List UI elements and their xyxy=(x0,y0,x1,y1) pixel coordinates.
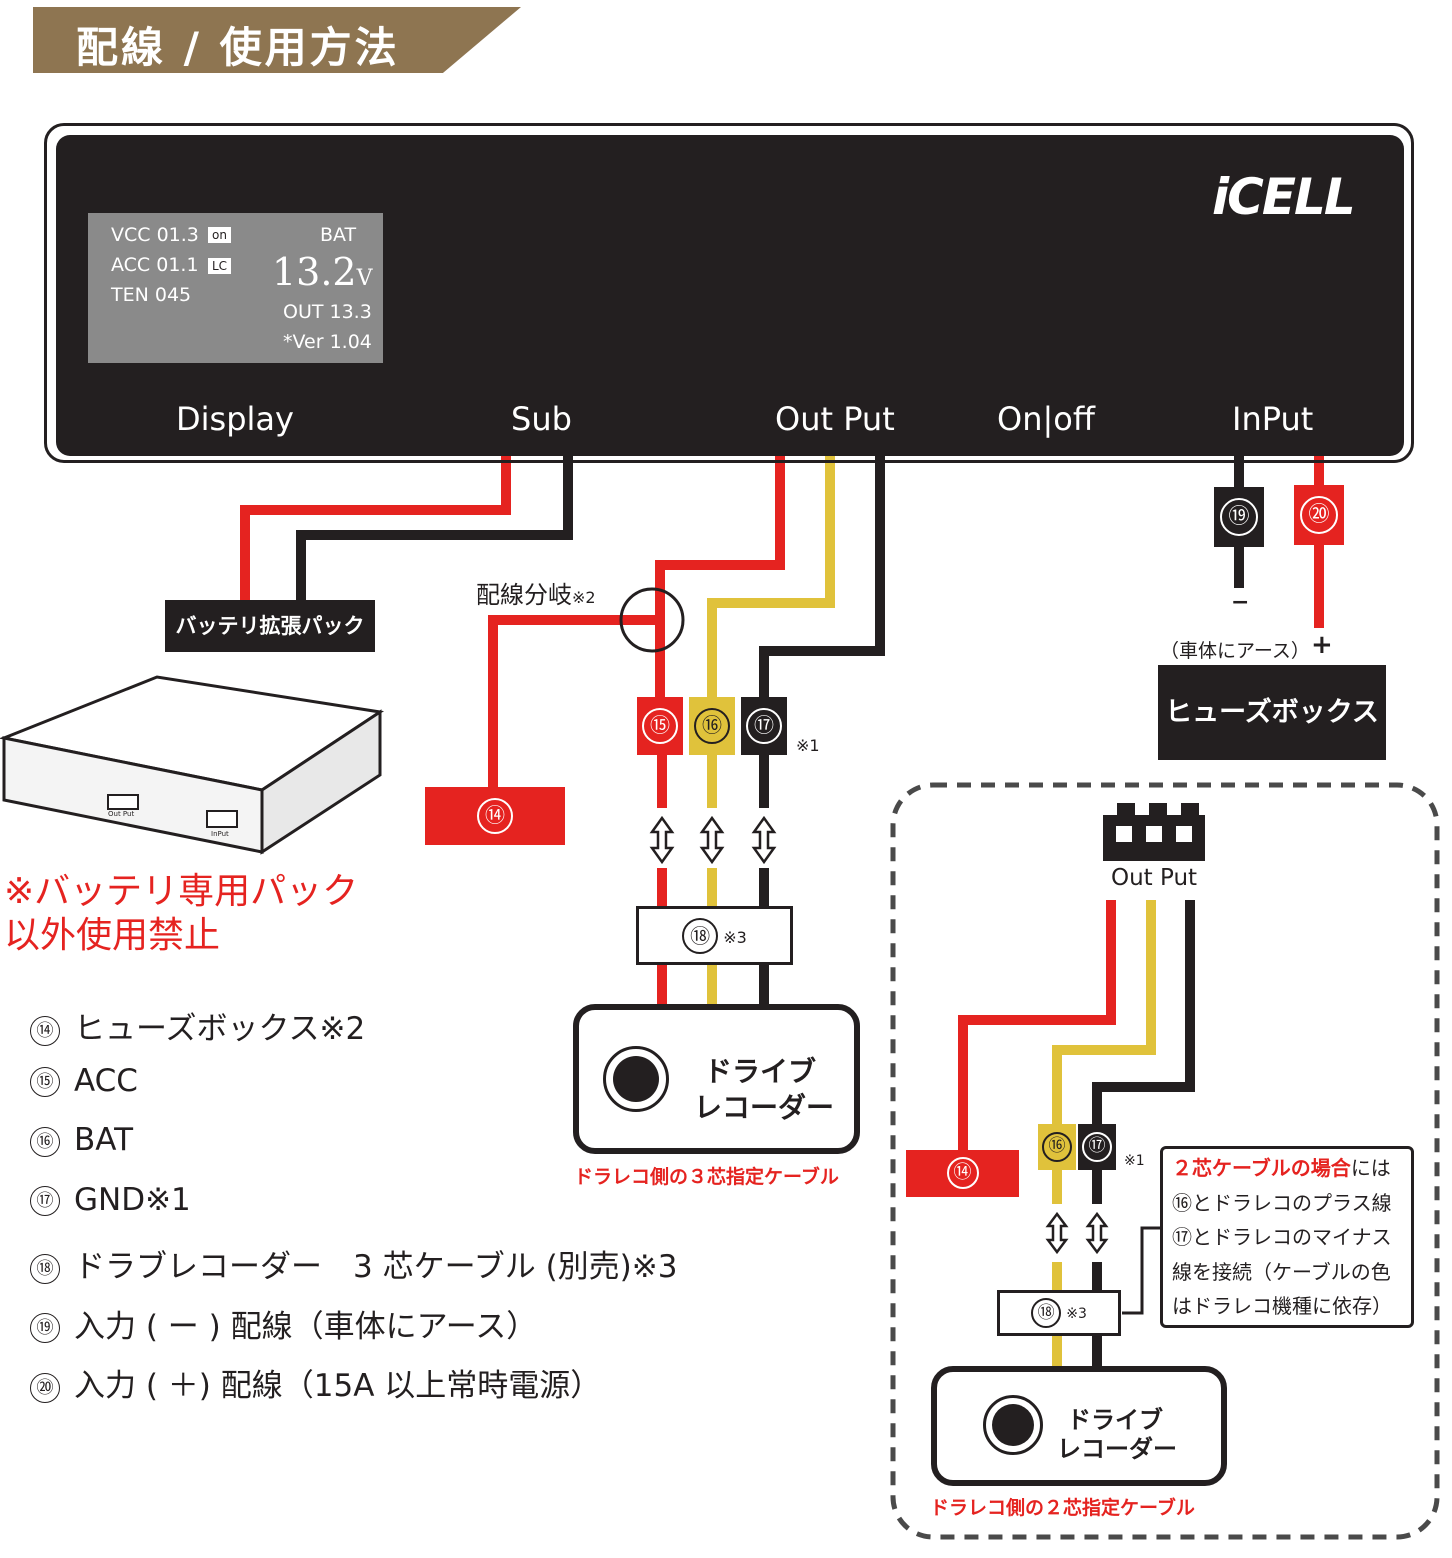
device-panel-frame xyxy=(44,123,1414,463)
gnd-17-box: ⑰ xyxy=(741,697,787,755)
acc-readout: ACC 01.1 xyxy=(111,254,199,276)
two-core-frame xyxy=(890,782,1440,1540)
twocore-output-icon xyxy=(1103,803,1205,861)
sub-black-wire xyxy=(296,455,573,600)
camera-lens-icon xyxy=(983,1395,1043,1455)
num-15: ⑮ xyxy=(642,708,678,744)
plus-sign: + xyxy=(1311,630,1333,660)
version-readout: *Ver 1.04 xyxy=(283,331,372,353)
sub-port-label: Sub xyxy=(511,400,572,438)
twocore-note1: ※1 xyxy=(1124,1153,1145,1169)
branch-label: 配線分岐※2 xyxy=(476,581,596,609)
twocore-red-wire xyxy=(958,900,1116,1152)
output-black-wire xyxy=(759,455,885,700)
acc-tag: LC xyxy=(208,258,232,274)
num-17: ⑰ xyxy=(746,708,782,744)
twocore-16-box: ⑯ xyxy=(1038,1124,1076,1170)
out-readout: OUT 13.3 xyxy=(283,301,372,323)
note1-mark: ※1 xyxy=(796,736,820,755)
cable-18-box: ⑱ ※3 xyxy=(636,906,793,965)
display-port-label: Display xyxy=(176,400,294,438)
dashcam-2core: ドライブ レコーダー xyxy=(931,1366,1227,1486)
warning-line2: 以外使用禁止 xyxy=(4,915,221,956)
onoff-label: On|off xyxy=(997,400,1095,438)
num-18: ⑱ xyxy=(682,918,719,954)
note-line1: ２芯ケーブルの場合には xyxy=(1172,1156,1391,1180)
vcc-tag: on xyxy=(208,227,231,243)
fusebox-label: ヒューズボックス xyxy=(1158,665,1386,760)
note-line5: はドラレコ機種に依存） xyxy=(1172,1294,1392,1318)
num-19: ⑲ xyxy=(1220,498,1258,536)
pack-in-label: InPut xyxy=(211,830,229,838)
note-line2: ⑯とドラレコのプラス線 xyxy=(1172,1191,1392,1215)
minus-sign: − xyxy=(1231,590,1250,615)
battery-pack-label: バッテリ拡張パック xyxy=(165,600,375,652)
vcc-readout: VCC 01.3 xyxy=(111,224,199,246)
output-port-label: Out Put xyxy=(775,400,895,438)
note-line4: 線を接続（ケーブルの色 xyxy=(1172,1260,1391,1284)
twocore-17-box: ⑰ xyxy=(1078,1124,1116,1170)
input-plus-20-box: ⑳ xyxy=(1294,485,1344,545)
voltage-readout: 13.2V xyxy=(272,250,373,294)
num-14: ⑭ xyxy=(477,798,513,834)
cable3-caption: ドラレコ側の３芯指定ケーブル xyxy=(574,1166,839,1188)
page-title: 配線 / 使用方法 xyxy=(76,23,400,72)
dashcam-3core: ドライブ レコーダー xyxy=(573,1004,860,1154)
twocore-output-label: Out Put xyxy=(1111,865,1198,891)
branch-red-wire xyxy=(488,615,660,790)
two-core-note-box xyxy=(1160,1146,1414,1328)
num-16: ⑯ xyxy=(694,708,730,744)
fuse-14-box: ⑭ xyxy=(425,787,565,845)
camera-lens-icon xyxy=(603,1046,669,1112)
num-20: ⑳ xyxy=(1300,496,1338,534)
twocore-18-box: ⑱ ※3 xyxy=(997,1290,1121,1336)
ground-label: （車体にアース） xyxy=(1160,640,1310,662)
output-yellow-wire xyxy=(707,455,835,700)
branch-circle xyxy=(619,587,685,653)
warning-line1: ※バッテリ専用パック xyxy=(4,871,359,912)
display-screen xyxy=(88,213,383,363)
twocore-yellow-wire xyxy=(1052,900,1156,1124)
twocore-14-box: ⑭ xyxy=(906,1150,1019,1197)
bat-16-box: ⑯ xyxy=(689,697,735,755)
input-port-label: InPut xyxy=(1232,400,1314,438)
voltage-unit: V xyxy=(356,266,373,291)
sub-red-wire xyxy=(240,455,511,600)
pack-out-label: Out Put xyxy=(108,810,135,818)
bat-label: BAT xyxy=(320,224,357,246)
ten-readout: TEN 045 xyxy=(111,284,192,306)
note-line3: ⑰とドラレコのマイナス xyxy=(1172,1225,1392,1249)
acc-15-box: ⑮ xyxy=(637,697,683,755)
twocore-black-wire xyxy=(1092,900,1195,1124)
cable2-caption: ドラレコ側の２芯指定ケーブル xyxy=(930,1497,1195,1519)
icell-logo: iCELL xyxy=(1212,168,1356,226)
battery-pack-illustration xyxy=(0,675,385,855)
output-red-wire xyxy=(655,455,785,700)
connect-arrows xyxy=(649,815,1109,1255)
input-minus-19-box: ⑲ xyxy=(1214,487,1264,547)
title-banner xyxy=(33,7,521,73)
